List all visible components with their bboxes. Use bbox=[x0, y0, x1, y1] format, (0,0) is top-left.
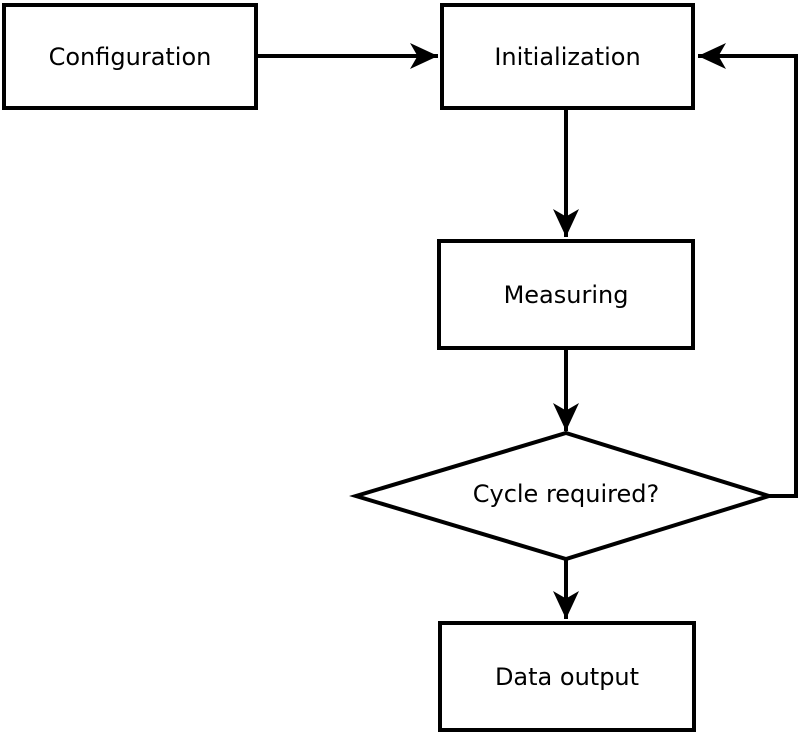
node-configuration-label: Configuration bbox=[48, 42, 212, 71]
node-cycle-required-label: Cycle required? bbox=[416, 479, 716, 509]
node-measuring-label: Measuring bbox=[503, 280, 629, 309]
edge-cycle-required-to-initialization-loop bbox=[698, 43, 798, 498]
node-data-output: Data output bbox=[438, 621, 696, 732]
node-configuration: Configuration bbox=[2, 3, 258, 110]
node-measuring: Measuring bbox=[437, 239, 695, 350]
node-cycle-required-label-text: Cycle required? bbox=[472, 480, 660, 508]
node-initialization-label: Initialization bbox=[494, 42, 641, 71]
node-initialization: Initialization bbox=[440, 3, 695, 110]
node-data-output-label: Data output bbox=[494, 662, 640, 691]
